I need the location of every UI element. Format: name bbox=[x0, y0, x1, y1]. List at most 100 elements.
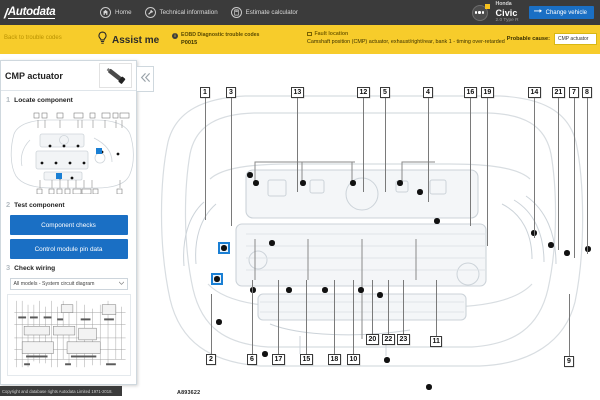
swap-arrows-icon bbox=[533, 8, 542, 17]
callout-label: 1 bbox=[200, 87, 210, 98]
callout-11[interactable]: 11 bbox=[430, 280, 443, 347]
component-node[interactable] bbox=[350, 180, 356, 186]
callout-3[interactable]: 3 bbox=[226, 87, 236, 226]
callout-20[interactable]: 20 bbox=[366, 280, 379, 345]
nav-item-estimate-calculator[interactable]: Estimate calculator bbox=[230, 7, 298, 18]
callout-16[interactable]: 16 bbox=[464, 87, 477, 226]
copyright-notice: Copyright and database rights Autodata L… bbox=[0, 386, 122, 396]
callout-leader-line bbox=[204, 98, 206, 220]
component-node[interactable] bbox=[286, 287, 292, 293]
nav-item-technical-information[interactable]: Technical information bbox=[144, 7, 218, 18]
callout-label: 12 bbox=[357, 87, 370, 98]
wrench-icon bbox=[144, 7, 156, 18]
step-number: 1 bbox=[6, 95, 11, 104]
callout-label: 18 bbox=[328, 354, 341, 365]
component-node[interactable] bbox=[548, 242, 554, 248]
callout-8[interactable]: 8 bbox=[582, 87, 592, 254]
square-marker-icon bbox=[307, 31, 312, 37]
notifications-menu-button[interactable] bbox=[471, 3, 490, 21]
cmp-actuator-highlight-node[interactable] bbox=[211, 273, 223, 285]
component-node[interactable] bbox=[434, 218, 440, 224]
change-vehicle-label: Change vehicle bbox=[545, 9, 587, 16]
callout-21[interactable]: 21 bbox=[552, 87, 565, 250]
callout-6[interactable]: 6 bbox=[247, 280, 257, 365]
component-node[interactable] bbox=[253, 180, 259, 186]
callout-14[interactable]: 14 bbox=[528, 87, 541, 238]
cmp-actuator-highlight-node[interactable] bbox=[218, 242, 230, 254]
callout-leader-line bbox=[486, 98, 488, 246]
callout-7[interactable]: 7 bbox=[569, 87, 579, 258]
component-node[interactable] bbox=[564, 250, 570, 256]
component-node[interactable] bbox=[216, 319, 222, 325]
control-module-pin-data-button[interactable]: Control module pin data bbox=[9, 239, 128, 259]
system-circuit-diagram-thumbnail[interactable] bbox=[6, 294, 131, 376]
callout-15[interactable]: 15 bbox=[300, 280, 313, 365]
callout-label: 8 bbox=[582, 87, 592, 98]
probable-cause-label: Probable cause: bbox=[506, 36, 550, 42]
callout-18[interactable]: 18 bbox=[328, 280, 341, 365]
callout-leader-line bbox=[469, 98, 471, 226]
callout-label: 2 bbox=[206, 354, 216, 365]
callout-leader-line bbox=[387, 280, 389, 334]
logo-slash-icon: / bbox=[4, 4, 8, 21]
component-node[interactable] bbox=[269, 240, 275, 246]
callout-1[interactable]: 1 bbox=[200, 87, 210, 220]
callout-leader-line bbox=[573, 98, 575, 258]
callout-19[interactable]: 19 bbox=[481, 87, 494, 246]
autodata-logo[interactable]: / Autodata bbox=[0, 6, 88, 20]
collapse-panel-button[interactable] bbox=[137, 66, 154, 92]
selected-vehicle[interactable]: Honda Civic 2.0 Type R bbox=[496, 1, 521, 23]
callout-13[interactable]: 13 bbox=[291, 87, 304, 192]
step-test-component: 2 Test component bbox=[1, 196, 136, 211]
callout-leader-line bbox=[384, 98, 386, 192]
callout-22[interactable]: 22 bbox=[382, 280, 395, 345]
component-node[interactable] bbox=[417, 189, 423, 195]
callout-23[interactable]: 23 bbox=[397, 280, 410, 345]
change-vehicle-button[interactable]: Change vehicle bbox=[528, 6, 594, 19]
component-node[interactable] bbox=[426, 384, 432, 390]
callout-label: 16 bbox=[464, 87, 477, 98]
callout-leader-line bbox=[352, 280, 354, 354]
lightbulb-icon bbox=[97, 31, 108, 50]
assist-me-button[interactable]: Assist me bbox=[97, 31, 159, 50]
probable-cause-group: Probable cause: CMP actuator bbox=[507, 33, 597, 45]
component-node[interactable] bbox=[247, 172, 253, 178]
nav-label-technical-information: Technical information bbox=[159, 9, 218, 16]
callout-label: 4 bbox=[423, 87, 433, 98]
dtc-summary: i EOBD Diagnostic trouble codes P0015 bbox=[172, 32, 259, 46]
probable-cause-select[interactable]: CMP actuator bbox=[554, 33, 597, 45]
component-node[interactable] bbox=[300, 180, 306, 186]
callout-2[interactable]: 2 bbox=[206, 294, 216, 365]
callout-label: 22 bbox=[382, 334, 395, 345]
callout-12[interactable]: 12 bbox=[357, 87, 370, 192]
back-to-trouble-codes-link[interactable]: Back to trouble codes bbox=[4, 35, 62, 41]
component-checks-button[interactable]: Component checks bbox=[9, 215, 128, 235]
panel-header: CMP actuator bbox=[1, 61, 136, 91]
wiring-diagram-select[interactable]: All models - System circuit diagram bbox=[9, 278, 128, 290]
component-node[interactable] bbox=[397, 180, 403, 186]
component-node[interactable] bbox=[250, 287, 256, 293]
callout-17[interactable]: 17 bbox=[272, 280, 285, 365]
engine-bay-line-art bbox=[160, 95, 584, 367]
step-number: 3 bbox=[6, 263, 11, 272]
locate-component-thumbnail[interactable] bbox=[8, 108, 136, 194]
wiring-diagram-select-value: All models - System circuit diagram bbox=[13, 281, 95, 287]
fault-location-title: Fault location bbox=[314, 31, 349, 37]
callout-4[interactable]: 4 bbox=[423, 87, 433, 202]
component-node[interactable] bbox=[585, 246, 591, 252]
callout-10[interactable]: 10 bbox=[347, 280, 360, 365]
component-node[interactable] bbox=[531, 230, 537, 236]
assist-me-label: Assist me bbox=[112, 35, 160, 46]
component-node[interactable] bbox=[262, 351, 268, 357]
component-node[interactable] bbox=[384, 357, 390, 363]
component-node[interactable] bbox=[322, 287, 328, 293]
component-node[interactable] bbox=[358, 287, 364, 293]
component-node[interactable] bbox=[377, 292, 383, 298]
nav-item-home[interactable]: Home bbox=[100, 7, 132, 18]
step-title: Locate component bbox=[14, 97, 73, 104]
callout-label: 13 bbox=[291, 87, 304, 98]
callout-5[interactable]: 5 bbox=[380, 87, 390, 192]
home-icon bbox=[100, 7, 111, 18]
chevron-double-left-icon bbox=[140, 72, 151, 86]
callout-9[interactable]: 9 bbox=[564, 294, 574, 367]
